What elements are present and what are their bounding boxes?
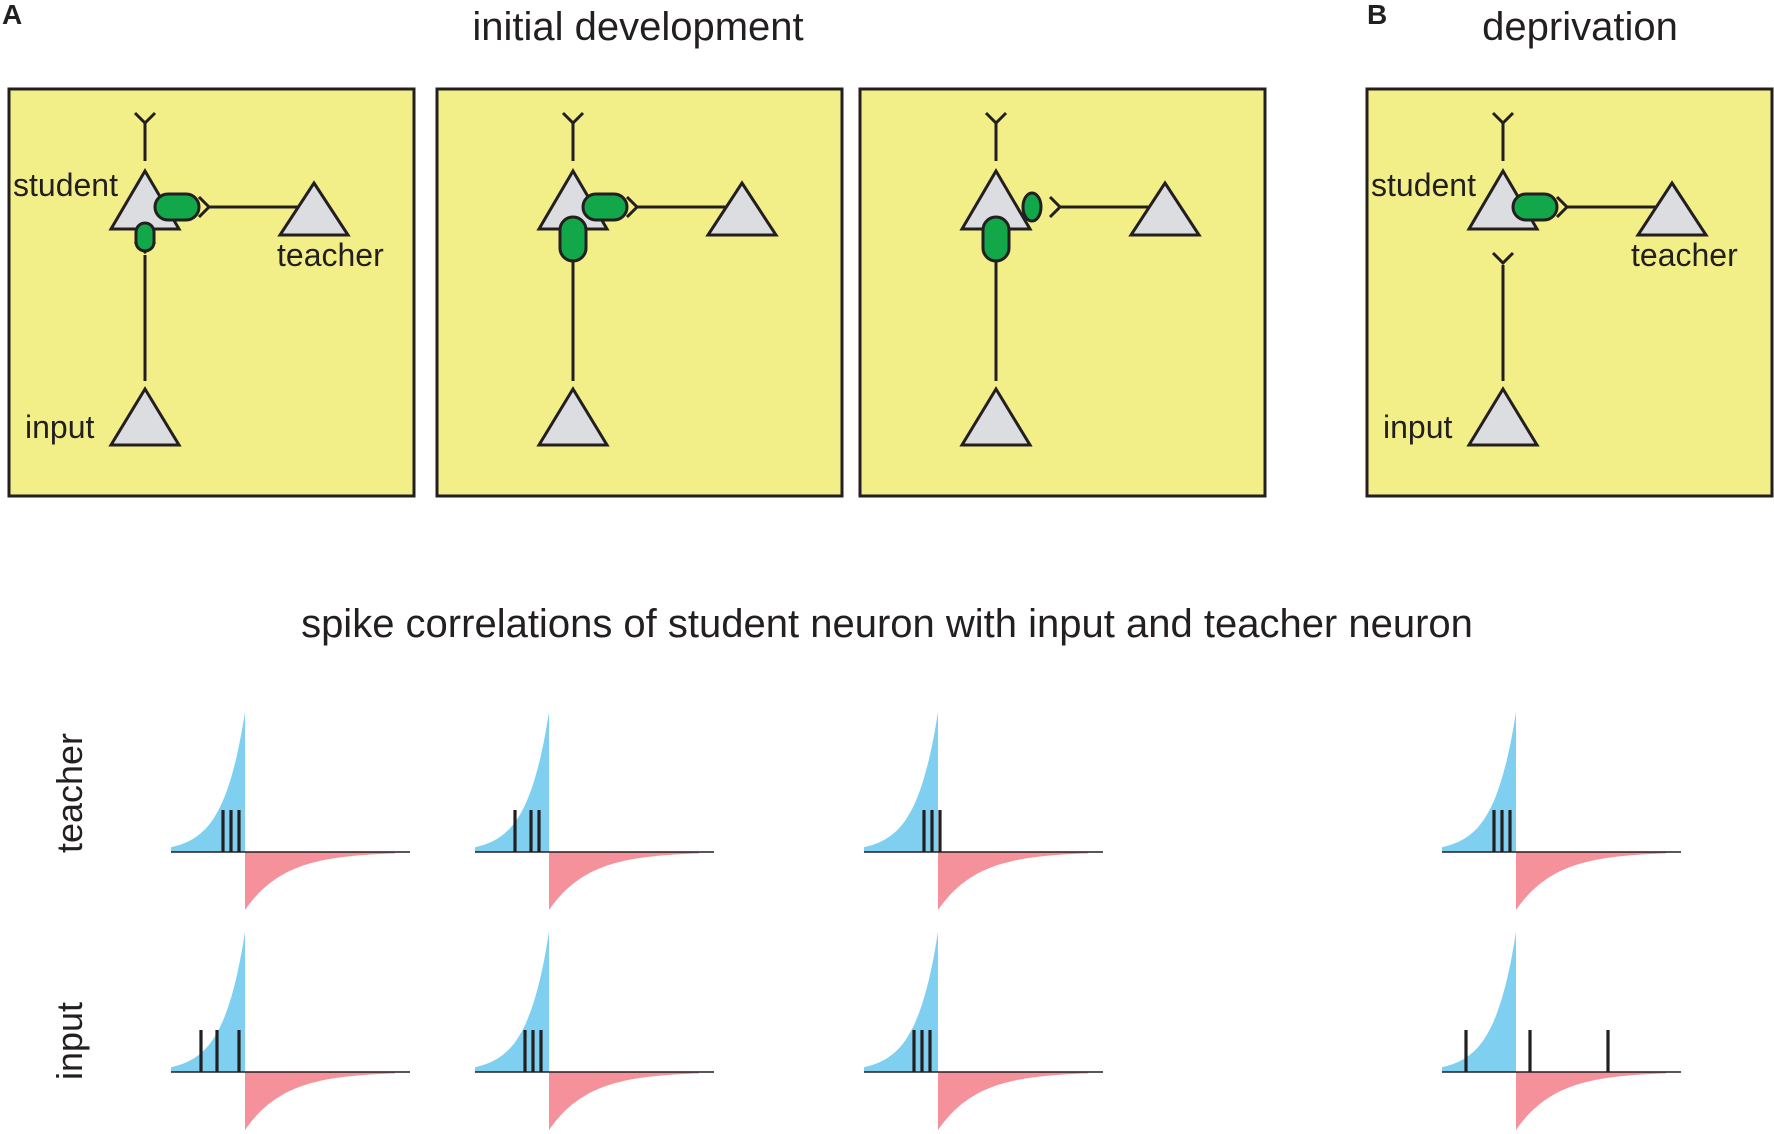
circuit-diagram [108,111,351,447]
panel-b-letter: B [1367,0,1387,30]
potentiation-window [475,932,549,1072]
row-label-teacher: teacher [49,733,90,853]
teacher-terminal [1048,195,1063,219]
student-label: student [1371,167,1476,203]
potentiation-window [864,932,938,1072]
panel-background [7,87,416,498]
circuit-diagram [959,111,1202,447]
teacher-neuron-soma [705,180,779,237]
input-neuron-soma [1466,386,1540,447]
dendrite-fork [984,111,1008,126]
dendrite-fork [133,111,157,126]
input-neuron-soma [536,386,610,447]
circuit-panel-initial-2 [435,87,844,498]
circuit-panel-deprivation: student teacher input [1365,87,1774,498]
panel-b-title: deprivation [1482,5,1678,49]
correlation-plot-teacher-2 [475,712,714,910]
circuit-panel-initial-1: student teacher input [7,87,416,498]
teacher-synapse [581,192,629,222]
potentiation-window [171,712,245,852]
teacher-terminal [1555,195,1570,219]
teacher-terminal [625,195,640,219]
panel-a-letter: A [2,0,22,30]
input-synapse [981,215,1011,263]
input-synapse [558,215,588,263]
teacher-label: teacher [1631,237,1738,273]
potentiation-window [864,712,938,852]
depression-window [549,1072,699,1130]
correlation-plot-input-2 [475,932,714,1130]
depression-window [1516,852,1666,910]
input-label: input [25,409,95,445]
row-label-input: input [49,1002,90,1080]
teacher-neuron-soma [277,180,351,237]
correlation-plot-input-3 [864,932,1103,1130]
circuit-diagram [536,111,779,447]
potentiation-window [1442,712,1516,852]
teacher-neuron-soma [1128,180,1202,237]
depression-window [549,852,699,910]
correlation-plot-teacher-1 [171,712,410,910]
dendrite-fork [1491,111,1515,126]
correlation-plots [171,712,1681,1130]
student-label: student [13,167,118,203]
depression-window [1516,1072,1666,1130]
teacher-neuron-soma [1635,180,1709,237]
dendrite-fork [561,111,585,126]
teacher-synapse [1511,192,1559,222]
panel-background [435,87,844,498]
input-synapse [134,221,156,253]
circuit-panel-initial-3 [858,87,1267,498]
teacher-synapse [153,192,201,222]
correlations-title: spike correlations of student neuron wit… [301,602,1473,646]
depression-window [938,1072,1088,1130]
teacher-synapse [1021,191,1043,223]
circuit-diagram [1466,111,1709,447]
correlation-plot-teacher-3 [864,712,1103,910]
depression-window [245,1072,395,1130]
potentiation-window [1442,932,1516,1072]
panel-a-title: initial development [472,5,803,49]
correlation-plot-teacher-4 [1442,712,1681,910]
input-neuron-soma [959,386,1033,447]
input-neuron-soma [108,386,182,447]
depression-window [245,852,395,910]
depression-window [938,852,1088,910]
correlation-plot-input-1 [171,932,410,1130]
correlation-plot-input-4 [1442,932,1681,1130]
teacher-label: teacher [277,237,384,273]
input-terminal [1491,251,1515,266]
input-label: input [1383,409,1453,445]
potentiation-window [171,932,245,1072]
panel-background [1365,87,1774,498]
panel-background [858,87,1267,498]
teacher-terminal [197,195,212,219]
